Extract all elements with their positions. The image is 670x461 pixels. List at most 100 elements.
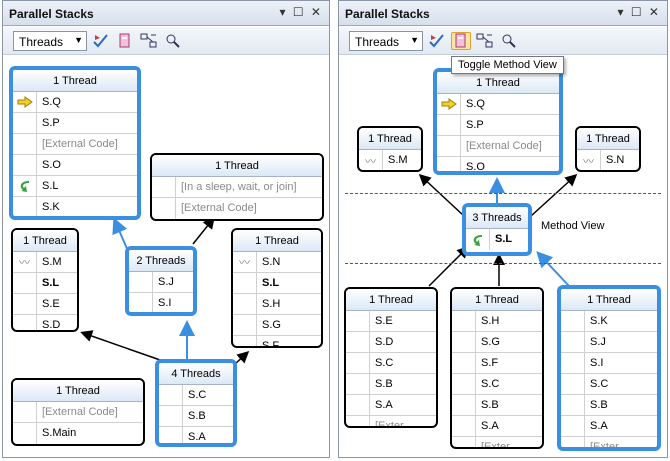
stack-frame[interactable]: S.C <box>561 374 657 395</box>
node-header: 1 Thread <box>13 230 77 252</box>
stack-frame[interactable]: S.Main <box>13 423 143 444</box>
stack-frame[interactable]: S.A <box>452 416 542 437</box>
stacks-canvas[interactable]: 1 Thread S.Q S.P [External Code] S.O S.L… <box>3 56 329 457</box>
stack-frame[interactable]: S.E <box>346 311 436 332</box>
stack-frame[interactable]: 〰S.M <box>13 252 77 273</box>
window-title: Parallel Stacks <box>345 7 430 21</box>
flag-check-icon <box>429 34 444 48</box>
stack-frame[interactable]: S.B <box>159 406 233 427</box>
zoom-button[interactable] <box>499 32 519 50</box>
stack-node-1-thread-main[interactable]: 1 Thread S.Q S.P [External Code] S.O S.L… <box>9 66 141 220</box>
method-node-3-threads[interactable]: 3 Threads S.L <box>462 203 532 256</box>
auto-scroll-button[interactable] <box>475 32 495 50</box>
stacks-canvas[interactable]: 1 Thread S.Q S.P [External Code] S.O 1 T… <box>339 56 667 457</box>
title-bar[interactable]: Parallel Stacks ▾ ☐ ✕ <box>3 1 329 26</box>
method-view-separator-top <box>345 193 661 194</box>
stack-node-1-thread-sn[interactable]: 1 Thread 〰S.N S.L S.H S.G S.F <box>231 228 323 348</box>
stack-node-1-thread-sleep[interactable]: 1 Thread [In a sleep, wait, or join] [Ex… <box>150 153 324 221</box>
window-title: Parallel Stacks <box>9 7 94 21</box>
stack-frame[interactable]: [Exter... <box>346 416 436 426</box>
stack-frame[interactable]: S.E <box>13 294 77 315</box>
stack-frame[interactable]: S.H <box>452 311 542 332</box>
stack-node-1-thread-sm[interactable]: 1 Thread 〰S.M S.L S.E S.D <box>11 228 79 332</box>
stack-frame[interactable]: S.F <box>452 353 542 374</box>
caller-node-1-thread-sh[interactable]: 1 Thread S.H S.G S.F S.C S.B S.A [Exter.… <box>450 287 544 449</box>
stack-frame[interactable]: S.D <box>346 332 436 353</box>
auto-scroll-button[interactable] <box>139 32 159 50</box>
stack-node-2-threads[interactable]: 2 Threads S.J S.I <box>125 246 197 316</box>
caller-node-1-thread-se[interactable]: 1 Thread S.E S.D S.C S.B S.A [Exter... <box>344 287 438 428</box>
dropdown-arrow-icon: ▼ <box>410 35 419 45</box>
node-header: 1 Thread <box>561 289 657 311</box>
show-only-flagged-button[interactable] <box>91 32 111 50</box>
node-header: 4 Threads <box>159 363 233 385</box>
callee-node-1-thread-so[interactable]: 1 Thread S.Q S.P [External Code] S.O <box>433 68 563 175</box>
stack-frame[interactable]: [External Code] <box>13 134 137 155</box>
stack-frame[interactable]: S.A <box>561 416 657 437</box>
node-header: 1 Thread <box>437 72 559 94</box>
stack-frame[interactable]: S.P <box>437 115 559 136</box>
stack-frame[interactable]: S.L <box>13 273 77 294</box>
stack-frame[interactable]: [External Code] <box>437 136 559 157</box>
stack-frame[interactable]: S.K <box>561 311 657 332</box>
stack-frame[interactable]: S.L <box>13 176 137 197</box>
node-header: 1 Thread <box>13 380 143 402</box>
view-mode-combo[interactable]: Threads ▼ <box>349 31 423 51</box>
stack-frame[interactable]: S.C <box>159 385 233 406</box>
title-bar[interactable]: Parallel Stacks ▾ ☐ ✕ <box>339 1 667 26</box>
stack-node-1-thread-main-entry[interactable]: 1 Thread [External Code] S.Main <box>11 378 145 446</box>
callee-node-1-thread-sm[interactable]: 1 Thread 〰S.M <box>357 126 423 172</box>
stack-frame[interactable]: 〰S.N <box>233 252 321 273</box>
stack-frame[interactable]: S.P <box>13 113 137 134</box>
stack-frame[interactable]: S.Q <box>13 92 137 113</box>
show-only-flagged-button[interactable] <box>427 32 447 50</box>
stack-frame[interactable]: S.A <box>346 395 436 416</box>
node-header: 1 Thread <box>13 70 137 92</box>
callee-node-1-thread-sn[interactable]: 1 Thread 〰S.N <box>575 126 641 172</box>
stack-frame[interactable]: S.L <box>466 229 528 250</box>
toggle-method-view-button[interactable] <box>115 32 135 50</box>
stack-frame[interactable]: S.C <box>346 353 436 374</box>
view-mode-combo[interactable]: Threads ▼ <box>13 31 87 51</box>
stack-frame[interactable]: [Exter... <box>561 437 657 447</box>
stack-frame[interactable]: S.J <box>129 272 193 293</box>
method-view-icon <box>119 33 130 48</box>
stack-frame[interactable]: S.A <box>159 427 233 443</box>
window-controls[interactable]: ▾ ☐ ✕ <box>279 5 323 19</box>
stack-frame[interactable]: S.O <box>13 155 137 176</box>
stack-frame[interactable]: S.G <box>452 332 542 353</box>
stack-frame[interactable]: 〰S.M <box>359 150 421 170</box>
caller-node-1-thread-sk[interactable]: 1 Thread S.K S.J S.I S.C S.B S.A [Exter.… <box>557 285 661 451</box>
stack-frame[interactable]: S.H <box>233 294 321 315</box>
stack-frame[interactable]: 〰S.N <box>577 150 639 170</box>
stack-frame[interactable]: S.I <box>129 293 193 312</box>
toggle-method-view-button[interactable] <box>451 32 471 50</box>
toolbar: Threads ▼ <box>339 27 667 55</box>
return-arrow-icon <box>473 234 482 246</box>
stack-frame[interactable]: [In a sleep, wait, or join] <box>152 177 322 198</box>
stack-frame[interactable]: S.B <box>452 395 542 416</box>
stack-frame[interactable]: S.Q <box>437 94 559 115</box>
stack-node-4-threads[interactable]: 4 Threads S.C S.B S.A <box>155 359 237 447</box>
stack-frame[interactable]: S.G <box>233 315 321 336</box>
stack-frame[interactable]: [External Code] <box>152 198 322 219</box>
method-view-separator-bottom <box>345 263 661 264</box>
stack-frame[interactable]: S.K <box>13 197 137 216</box>
stack-frame[interactable]: S.C <box>452 374 542 395</box>
stack-frame[interactable]: S.J <box>561 332 657 353</box>
stack-frame[interactable]: S.I <box>561 353 657 374</box>
stack-frame[interactable]: [External Code] <box>13 402 143 423</box>
window-controls[interactable]: ▾ ☐ ✕ <box>617 5 661 19</box>
method-view-label: Method View <box>541 220 605 232</box>
diagram-icon <box>140 33 157 48</box>
zoom-button[interactable] <box>163 32 183 50</box>
stack-frame[interactable]: S.L <box>233 273 321 294</box>
stack-frame[interactable]: [Exter... <box>452 437 542 447</box>
squiggle-icon: 〰 <box>583 155 594 168</box>
stack-frame[interactable]: S.D <box>13 315 77 330</box>
stack-frame[interactable]: S.F <box>233 336 321 346</box>
node-header: 1 Thread <box>152 155 322 177</box>
stack-frame[interactable]: S.B <box>346 374 436 395</box>
stack-frame[interactable]: S.O <box>437 157 559 171</box>
stack-frame[interactable]: S.B <box>561 395 657 416</box>
